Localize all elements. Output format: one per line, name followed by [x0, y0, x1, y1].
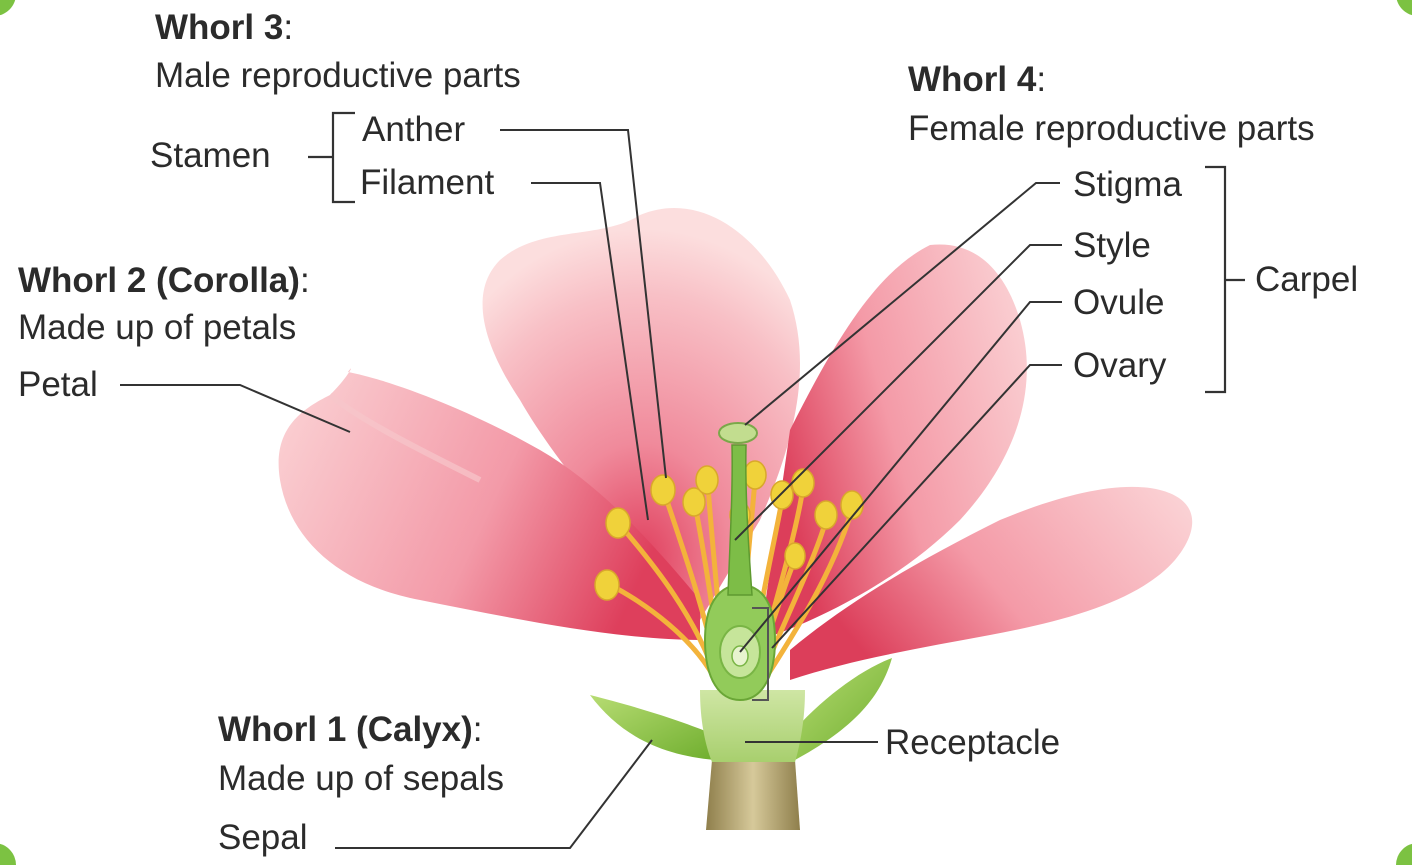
ovary-label: Ovary	[1073, 348, 1166, 383]
whorl3-description: Male reproductive parts	[155, 58, 521, 93]
sepal-label: Sepal	[218, 820, 308, 855]
whorl1-heading: Whorl 1 (Calyx):	[218, 712, 483, 747]
stamen-label: Stamen	[150, 138, 271, 173]
stem	[706, 760, 800, 830]
receptacle-label: Receptacle	[885, 725, 1060, 760]
carpel-label: Carpel	[1255, 262, 1358, 297]
anther-label: Anther	[362, 112, 465, 147]
stamen-bracket	[308, 113, 355, 202]
style-label: Style	[1073, 228, 1151, 263]
whorl4-heading: Whorl 4:	[908, 62, 1046, 97]
sepal	[590, 695, 715, 760]
petal-label: Petal	[18, 367, 98, 402]
whorl2-description: Made up of petals	[18, 310, 296, 345]
ovule-label: Ovule	[1073, 285, 1164, 320]
whorl1-description: Made up of sepals	[218, 761, 504, 796]
whorl2-heading: Whorl 2 (Corolla):	[18, 263, 310, 298]
whorl4-description: Female reproductive parts	[908, 111, 1315, 146]
stigma-label: Stigma	[1073, 167, 1182, 202]
whorl3-heading: Whorl 3:	[155, 10, 293, 45]
filament-label: Filament	[360, 165, 494, 200]
carpel-bracket	[1205, 167, 1245, 392]
stigma	[719, 423, 757, 443]
